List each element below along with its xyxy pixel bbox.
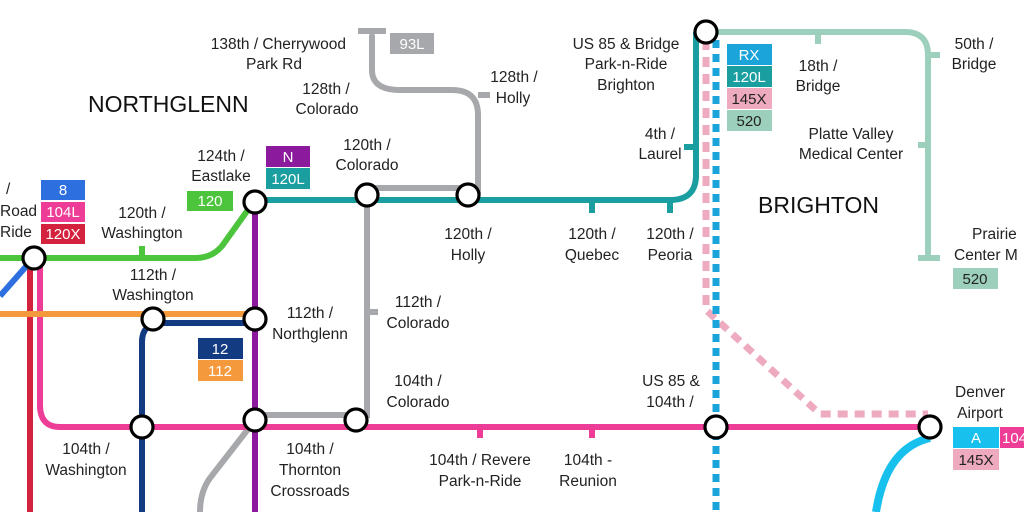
- svg-text:RX: RX: [739, 47, 760, 64]
- stop-label-120-holly: 120th /Holly: [444, 226, 492, 264]
- stop-label-124-eastlake: 124th /Eastlake: [191, 148, 250, 185]
- stop-label-120-washington: 120th /Washington: [101, 205, 182, 242]
- station-us85-bridge[interactable]: [693, 19, 719, 45]
- svg-text:120L: 120L: [271, 171, 304, 188]
- stop-label-104-washington: 104th /Washington: [45, 441, 126, 479]
- svg-text:145X: 145X: [731, 91, 766, 108]
- route-line-8: [0, 260, 33, 298]
- station-us85-104[interactable]: [703, 414, 729, 440]
- route-badge-120l: 120L: [266, 168, 310, 189]
- station-denver-airport[interactable]: [917, 414, 943, 440]
- stop-label-120-quebec: 120th /Quebec: [565, 226, 620, 264]
- route-badge-rx: RX: [727, 44, 772, 65]
- stop-label-us85-104: US 85 &104th /: [642, 373, 700, 411]
- route-line-grey-southwest: [197, 422, 255, 512]
- route-badge-120l-brighton: 120L: [727, 66, 772, 87]
- station-104-washington[interactable]: [129, 414, 155, 440]
- route-line-120l: [255, 32, 699, 203]
- route-badge-104l: 104L: [41, 202, 85, 222]
- stop-label-120-peoria: 120th /Peoria: [646, 226, 694, 264]
- station-120-colorado[interactable]: [354, 182, 380, 208]
- stop-label-50-bridge: 50th /Bridge: [952, 36, 997, 73]
- route-badge-12: 12: [198, 338, 243, 359]
- stop-label-128-colorado: 128th /Colorado: [296, 81, 359, 118]
- stop-label-104-colorado: 104th /Colorado: [387, 373, 450, 411]
- svg-text:120X: 120X: [45, 226, 80, 243]
- svg-text:145X: 145X: [958, 452, 993, 469]
- station-124-eastlake[interactable]: [242, 189, 268, 215]
- stop-label-128-holly: 128th /Holly: [490, 69, 538, 107]
- stop-label-4-laurel: 4th /Laurel: [638, 126, 681, 163]
- route-badge-120: 120: [187, 191, 233, 211]
- route-badge-8: 8: [41, 180, 85, 200]
- stop-label-18-bridge: 18th /Bridge: [796, 58, 841, 95]
- route-badge-93l: 93L: [390, 33, 434, 54]
- station-112-washington[interactable]: [140, 306, 166, 332]
- station-104-colorado[interactable]: [343, 407, 369, 433]
- stop-label-112-washington: 112th /Washington: [112, 267, 193, 304]
- route-badge-520: 520: [727, 110, 772, 131]
- route-line-145x: [702, 40, 928, 418]
- station-104-thornton[interactable]: [242, 407, 268, 433]
- route-badge-520-prairie: 520: [953, 268, 998, 289]
- region-label-northglenn: NORTHGLENN: [88, 91, 249, 117]
- svg-text:120: 120: [197, 193, 222, 210]
- stop-label-112-colorado: 112th /Colorado: [387, 294, 450, 332]
- svg-text:112: 112: [208, 363, 232, 380]
- svg-text:93L: 93L: [399, 36, 424, 53]
- route-line-93l: [369, 33, 481, 196]
- svg-text:8: 8: [59, 182, 67, 199]
- route-badge-a: A: [953, 427, 999, 448]
- svg-text:104: 104: [1002, 430, 1024, 447]
- stop-label-112-northglenn: 112th /Northglenn: [272, 305, 348, 343]
- station-park-road[interactable]: [21, 245, 47, 271]
- station-120-holly[interactable]: [455, 182, 481, 208]
- route-badge-n: N: [266, 146, 310, 167]
- route-badge-120x: 120X: [41, 224, 85, 244]
- station-112-northglenn[interactable]: [242, 306, 268, 332]
- route-line-120: [0, 198, 258, 261]
- route-line-104l: [37, 262, 928, 430]
- svg-text:104L: 104L: [46, 204, 79, 221]
- svg-text:520: 520: [962, 271, 987, 288]
- svg-text:120L: 120L: [732, 69, 765, 86]
- stop-label-104-reunion: 104th -Reunion: [559, 452, 617, 490]
- route-line-a: [872, 434, 932, 512]
- svg-text:N: N: [283, 149, 294, 166]
- svg-text:12: 12: [212, 341, 229, 358]
- route-badge-112: 112: [198, 360, 243, 381]
- stop-label-120-colorado: 120th /Colorado: [336, 137, 399, 174]
- region-label-brighton: BRIGHTON: [758, 192, 879, 218]
- svg-text:520: 520: [736, 113, 761, 130]
- route-badge-145x: 145X: [727, 88, 772, 109]
- svg-text:A: A: [971, 430, 981, 447]
- route-badge-145x-airport: 145X: [953, 449, 999, 470]
- route-badge-104l-airport: 104: [1000, 427, 1024, 448]
